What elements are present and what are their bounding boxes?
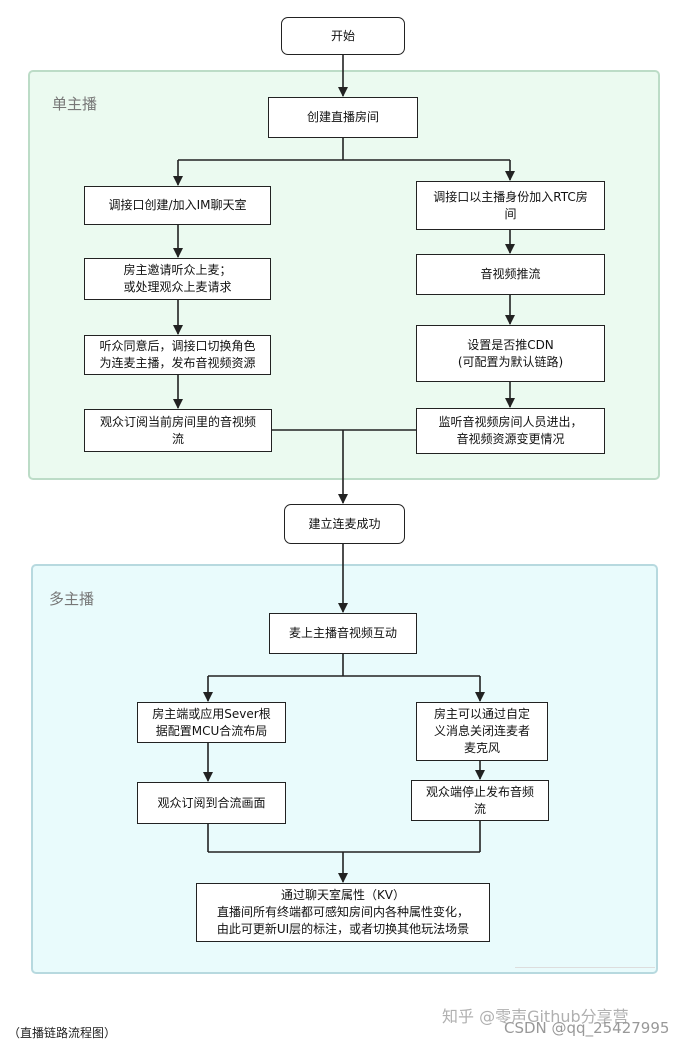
create-room-node: 创建直播房间 [268,97,418,138]
push-stream-node: 音视频推流 [416,254,605,295]
mcu-node: 房主端或应用Sever根 据配置MCU合流布局 [137,702,286,743]
im-room-node: 调接口创建/加入IM聊天室 [84,186,271,225]
close-mic-node: 房主可以通过自定 义消息关闭连麦者 麦克风 [416,702,548,761]
zhihu-watermark: 知乎 @零声Github分享营 [442,1007,629,1026]
interact-node: 麦上主播音视频互动 [269,613,417,654]
csdn-watermark: CSDN @qq_25427995 [504,1019,670,1037]
cdn-node: 设置是否推CDN (可配置为默认链路) [416,325,605,382]
subscribe-node: 观众订阅当前房间里的音视频 流 [84,409,272,452]
start-node: 开始 [281,17,405,55]
switch-role-node: 听众同意后，调接口切换角色 为连麦主播，发布音视频资源 [84,335,271,375]
multi-anchor-label: 多主播 [49,590,95,608]
figure-caption: （直播链路流程图） [8,1026,117,1040]
monitor-node: 监听音视频房间人员进出， 音视频资源变更情况 [416,408,605,454]
footer-divider [515,967,655,968]
success-node: 建立连麦成功 [284,504,405,544]
kv-node: 通过聊天室属性（KV） 直播间所有终端都可感知房间内各种属性变化， 由此可更新U… [196,883,490,942]
stop-publish-node: 观众端停止发布音频 流 [411,780,549,821]
sub-mix-node: 观众订阅到合流画面 [137,782,286,824]
single-anchor-label: 单主播 [52,95,98,113]
invite-node: 房主邀请听众上麦； 或处理观众上麦请求 [84,258,271,300]
rtc-join-node: 调接口以主播身份加入RTC房 间 [416,181,605,230]
